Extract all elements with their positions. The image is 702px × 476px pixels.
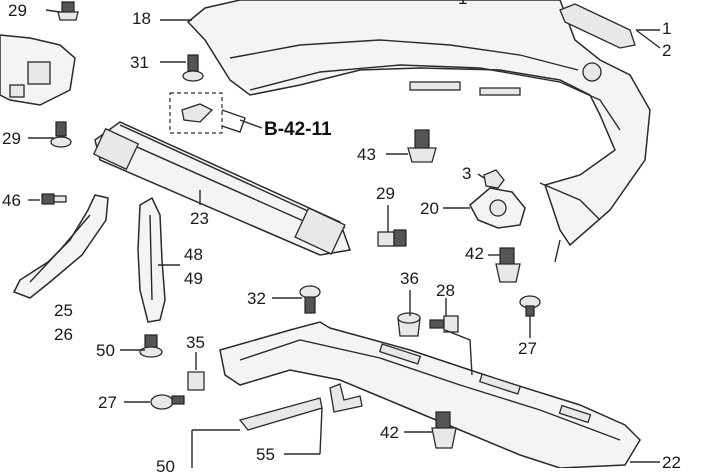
part-number-20: 20 [420,199,439,218]
part-number-31: 31 [130,53,149,72]
part-number-35: 35 [186,333,205,352]
part-number-50-bottom: 50 [156,457,175,476]
lower-absorber [219,321,641,468]
slot [479,87,521,96]
part-number-42-bottom: 42 [380,423,399,442]
part-number-27-left: 27 [98,393,117,412]
part-number-3: 3 [462,164,472,183]
slot [409,81,461,91]
part-number-29: 29 [8,1,27,20]
part-number-22: 22 [662,453,681,472]
ref-box [169,92,223,134]
part-number-18: 18 [132,9,151,28]
part-number-2: 2 [662,41,672,60]
part-number-32: 32 [247,289,266,308]
part-number-1-top: 1 [458,0,467,7]
side-stay-left [12,194,109,299]
part-number-43: 43 [357,145,376,164]
part-number-1: 1 [662,19,672,38]
part-number-49: 49 [184,269,203,288]
part-number-28: 28 [436,281,455,300]
section-reference: B-42-11 [264,119,332,140]
part-number-36: 36 [400,269,419,288]
upper-bumper-inner-2 [249,64,621,131]
part-number-42-right: 42 [465,244,484,263]
part-number-46: 46 [2,191,21,210]
bumper-beam [94,121,352,256]
part-number-29-center: 29 [376,184,395,203]
part-number-55: 55 [256,445,275,464]
part-number-50-left: 50 [96,341,115,360]
upper-bumper-cover [186,0,651,247]
side-spacer [559,3,636,49]
part-number-23: 23 [190,209,209,228]
part-number-29-mid: 29 [2,129,21,148]
upper-bumper-inner [229,39,579,71]
part-number-25: 25 [54,301,73,320]
part-number-26: 26 [54,325,73,344]
part-number-27-right: 27 [518,339,537,358]
part-number-48: 48 [184,245,203,264]
